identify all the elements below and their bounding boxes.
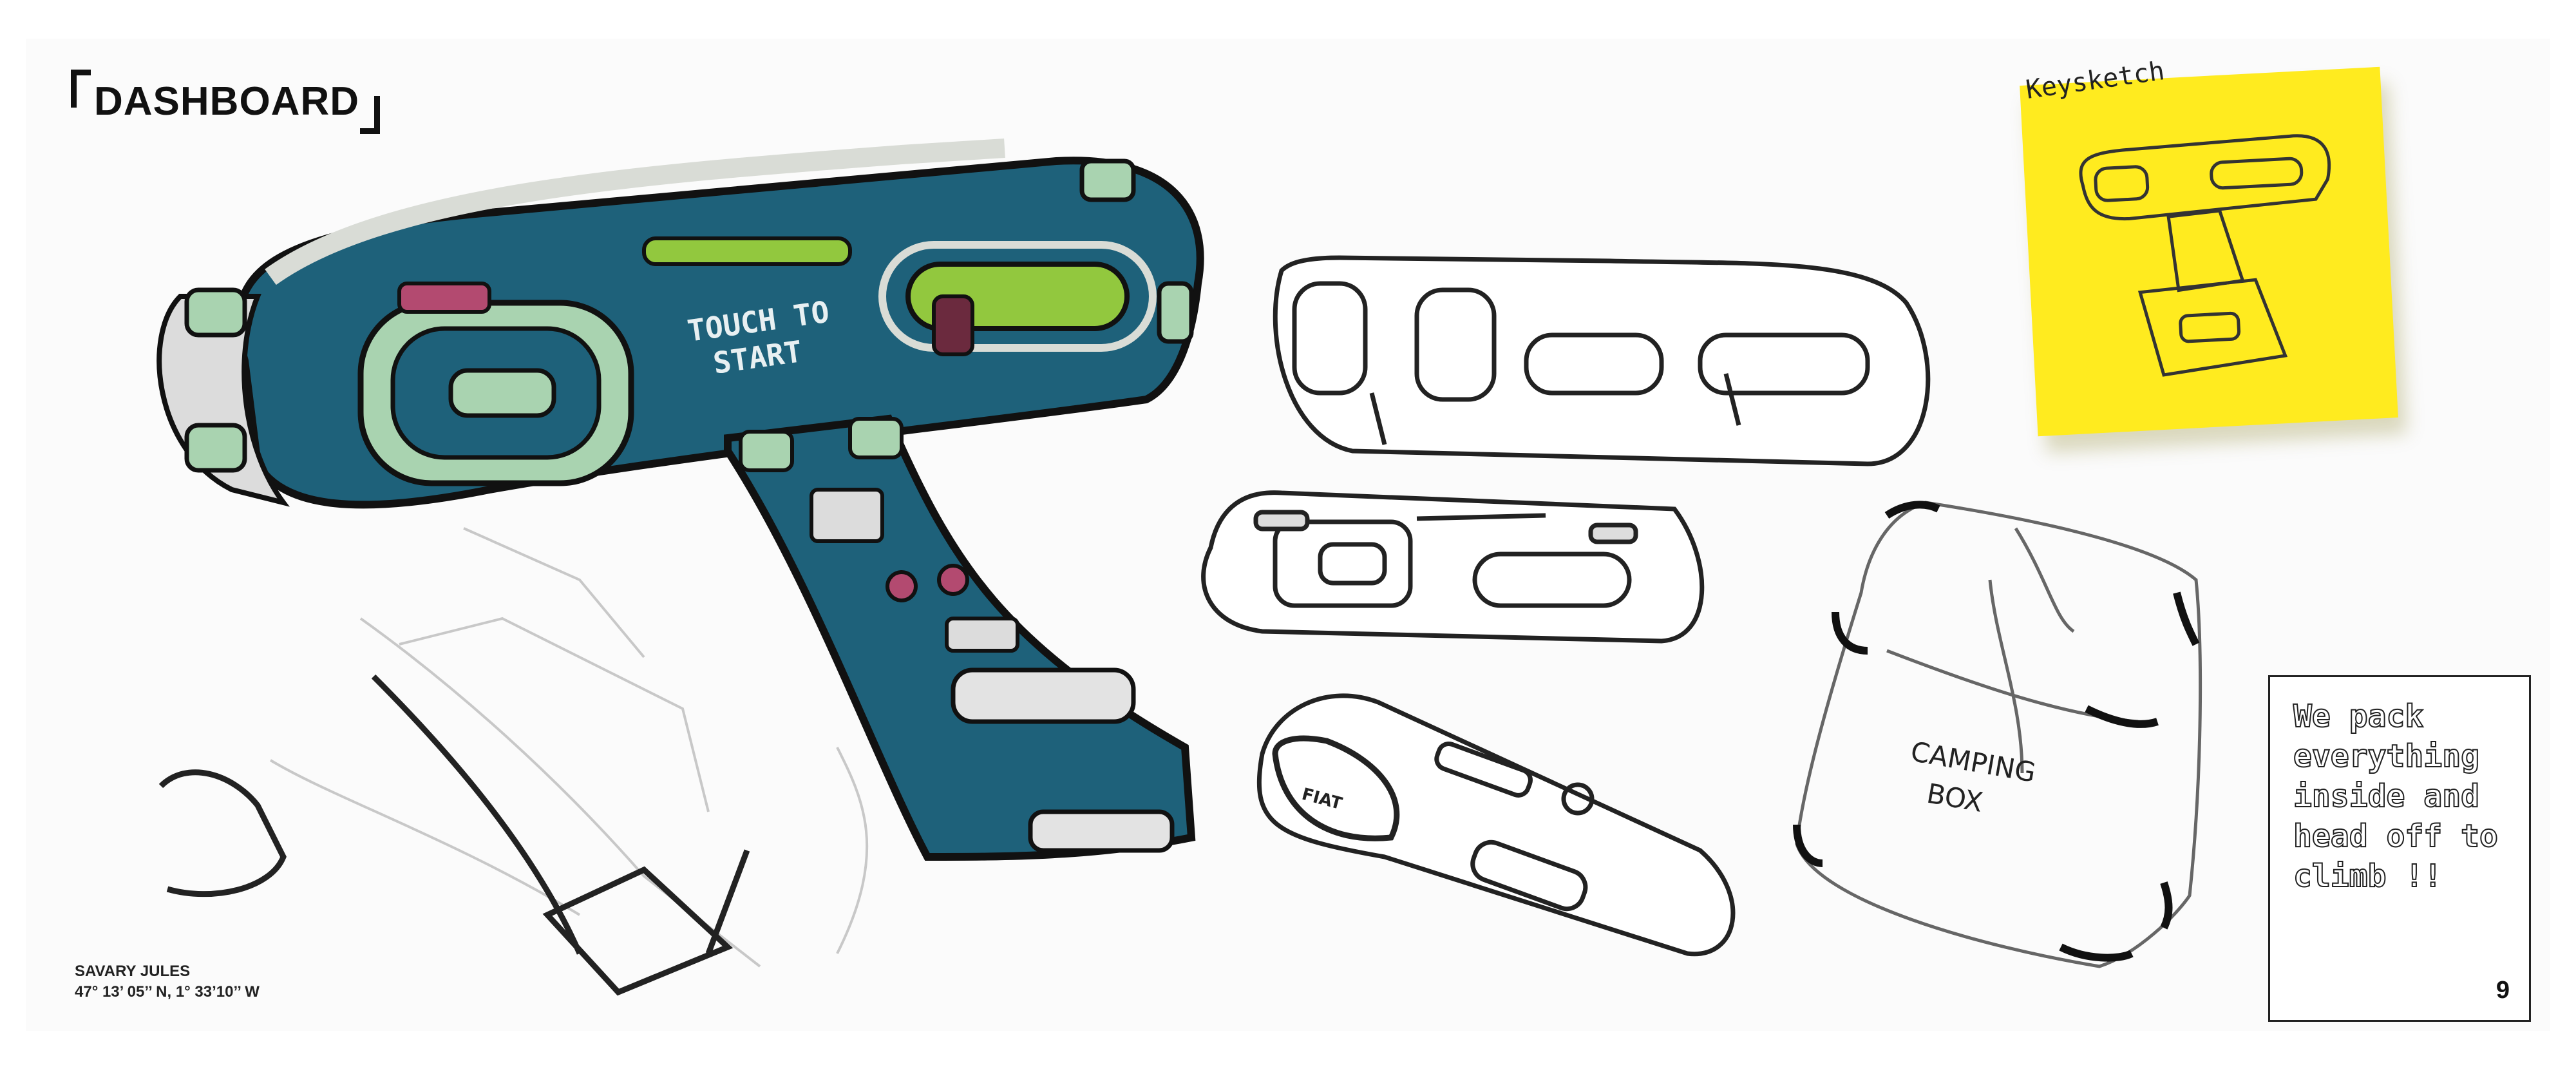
quote-line: We pack: [2293, 698, 2424, 735]
quote-line: climb !!: [2293, 858, 2443, 895]
camping-label-line2: BOX: [1924, 778, 1985, 818]
camping-box-label: CAMPING BOX: [1908, 736, 2038, 818]
quote-line: inside and: [2293, 778, 2480, 815]
quote-box: We pack everything inside and head off t…: [2268, 675, 2531, 1022]
quote-text: We pack everything inside and head off t…: [2293, 696, 2512, 896]
pencil-ghost-sketch: [269, 527, 869, 968]
quote-line: head off to: [2293, 818, 2499, 855]
corner-mark-bottom-right: [360, 96, 380, 134]
camping-box-sketch: [1795, 501, 2202, 968]
sticky-note: [2020, 66, 2398, 437]
title-frame: DASHBOARD: [71, 70, 380, 134]
keysketch-drawing: [2079, 134, 2331, 377]
teal-dashboard-sketch: TOUCH TO START: [156, 139, 1204, 861]
author-coordinates: 47° 13’ 05’’ N, 1° 33’10’’ W: [75, 983, 260, 1001]
camping-box-handles: [1793, 501, 2200, 962]
page-title: DASHBOARD: [94, 79, 359, 124]
page-number: 9: [2496, 977, 2510, 1004]
corner-mark-top-left: [71, 70, 91, 108]
line-sketch-top: [1273, 255, 1931, 466]
line-sketch-middle: [1201, 490, 1705, 644]
author-block: SAVARY JULES 47° 13’ 05’’ N, 1° 33’10’’ …: [75, 961, 260, 1002]
line-sketch-bottom: FIAT: [1256, 693, 1736, 957]
quote-line: everything: [2293, 738, 2480, 775]
author-name: SAVARY JULES: [75, 963, 191, 980]
pencil-strap-sketch: [158, 674, 750, 996]
camping-label-line1: CAMPING: [1908, 736, 2038, 789]
